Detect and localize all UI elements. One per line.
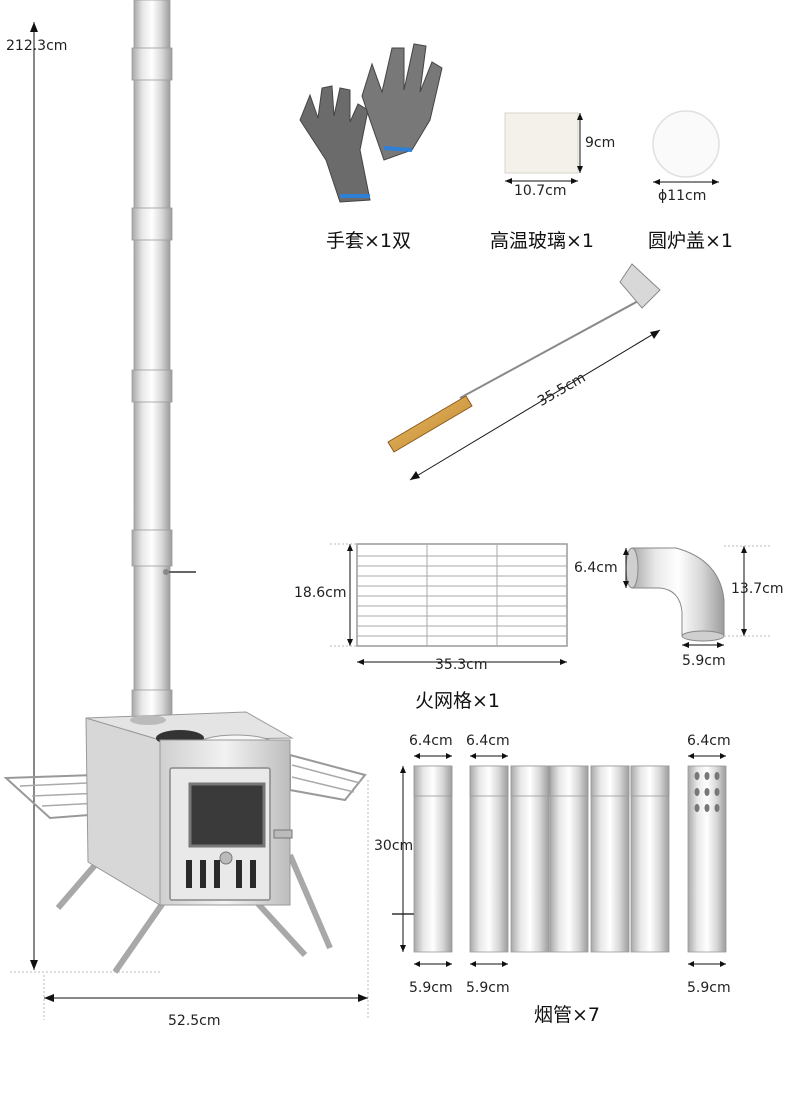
pipe-top-label-2: 6.4cm [466, 733, 510, 749]
lid-diameter-label: ϕ11cm [658, 188, 707, 204]
grate-illustration [330, 543, 568, 665]
glass-height-label: 9cm [585, 135, 616, 151]
lid-caption: 圆炉盖×1 [648, 230, 734, 252]
elbow-top-label: 6.4cm [574, 560, 618, 576]
gloves-illustration [299, 43, 443, 203]
elbow-bottom-label: 5.9cm [682, 653, 726, 669]
stove-body [3, 711, 367, 974]
pipes-caption: 烟管×7 [534, 1004, 601, 1026]
grate-height-label: 18.6cm [294, 585, 347, 601]
pipes-illustration [392, 753, 727, 967]
grate-width-label: 35.3cm [435, 657, 488, 673]
stove-width-label: 52.5cm [168, 1013, 221, 1029]
lid-illustration [652, 110, 720, 185]
stove-chimney [131, 0, 196, 726]
elbow-height-label: 13.7cm [731, 581, 784, 597]
stove-width-dimension [43, 780, 369, 1020]
glass-illustration [504, 112, 583, 184]
stove-height-label: 212.3cm [6, 38, 68, 54]
pipe-bottom-label-3: 5.9cm [687, 980, 731, 996]
poker-illustration [387, 263, 661, 481]
glass-width-label: 10.7cm [514, 183, 567, 199]
pipe-length-label: 30cm [374, 838, 414, 854]
stove-height-dimension [10, 22, 160, 973]
pipe-bottom-label-2: 5.9cm [466, 980, 510, 996]
pipe-top-label-1: 6.4cm [409, 733, 453, 749]
grate-caption: 火网格×1 [415, 690, 501, 712]
pipe-top-label-3: 6.4cm [687, 733, 731, 749]
gloves-caption: 手套×1双 [326, 230, 412, 252]
elbow-illustration [623, 545, 770, 648]
pipe-bottom-label-1: 5.9cm [409, 980, 453, 996]
glass-caption: 高温玻璃×1 [490, 230, 595, 252]
